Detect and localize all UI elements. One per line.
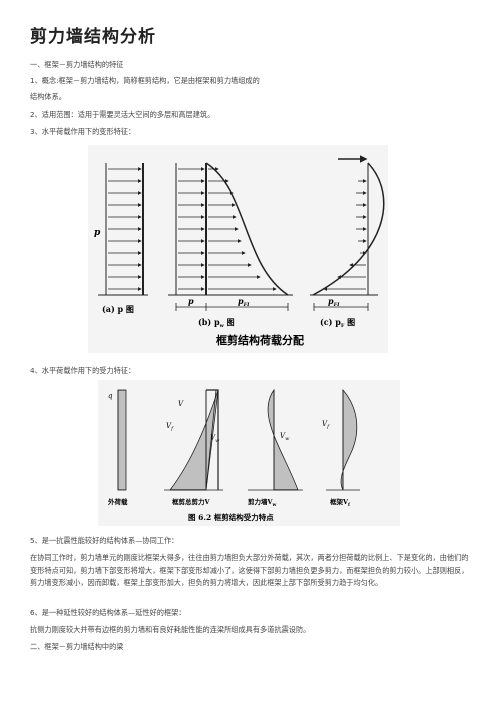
label-q: q bbox=[108, 392, 113, 400]
label-vf-sub: f bbox=[170, 426, 174, 432]
caption-load: 外荷载 bbox=[108, 497, 128, 506]
diagram-a: p (a) p 图 bbox=[94, 163, 148, 314]
caption-wall-sub: w bbox=[272, 503, 277, 508]
item5-body: 在协同工作时，剪力墙单元的刚度比框架大得多，往往由剪力墙担负大部分外荷载，其次，… bbox=[30, 553, 469, 587]
section2-heading: 二、框架－剪力墙结构中的梁 bbox=[30, 642, 124, 651]
label-vf2-sub: f bbox=[326, 424, 330, 430]
caption-c-suffix: 图 bbox=[344, 317, 355, 327]
figure-load-distribution: p (a) p 图 bbox=[88, 145, 388, 353]
diagram-external-load: q 外荷载 bbox=[108, 389, 128, 506]
label-vf2: V bbox=[322, 420, 328, 428]
figure2-caption: 图 6.2 框剪结构受力特点 bbox=[188, 512, 274, 522]
svg-text:Vw: Vw bbox=[280, 432, 290, 442]
svg-text:剪力墙Vw: 剪力墙Vw bbox=[248, 497, 277, 508]
caption-c-sub: F bbox=[341, 323, 345, 329]
label-vw: V bbox=[210, 434, 216, 442]
label-v: V bbox=[178, 400, 184, 408]
page-title: 剪力墙结构分析 bbox=[30, 27, 156, 47]
diagram-b: p pFI (b) pw 图 bbox=[168, 162, 293, 329]
label-p-b: p bbox=[188, 296, 194, 306]
item3: 3、水平荷载作用下的变形特征： bbox=[30, 127, 136, 136]
caption-b-suffix: 图 bbox=[224, 317, 235, 327]
label-vw2-sub: w bbox=[285, 436, 290, 442]
diagram-total-shear: V Vf Vw 框剪总剪力V bbox=[164, 389, 223, 506]
diagram-c: pFI (c) pF 图 bbox=[310, 155, 385, 329]
svg-text:框架Vf: 框架Vf bbox=[330, 497, 351, 508]
caption-frame: 框架V bbox=[330, 497, 349, 506]
diagram-frame-shear: Vf 框架Vf bbox=[322, 388, 360, 508]
caption-b-sub: w bbox=[219, 323, 225, 329]
label-pfi-b: p bbox=[238, 296, 244, 306]
svg-text:pFI: pFI bbox=[328, 296, 340, 308]
figure1-main-caption: 框剪结构荷载分配 bbox=[216, 333, 304, 347]
caption-wall: 剪力墙V bbox=[248, 497, 274, 506]
label-vw2: V bbox=[280, 432, 286, 440]
section1-heading: 一、框架－剪力墙结构的特征 bbox=[30, 60, 124, 69]
item6: 6、是一种延性较好的结构体系—延性好的框架： bbox=[30, 608, 186, 617]
diagram-wall-shear: Vw 剪力墙Vw bbox=[248, 388, 303, 508]
svg-text:Vf: Vf bbox=[166, 422, 174, 432]
load-distribution-diagram: p (a) p 图 bbox=[94, 155, 385, 347]
label-vw-sub: w bbox=[215, 438, 220, 444]
label-p-a: p bbox=[94, 228, 101, 238]
label-pfi-b-sub: FI bbox=[243, 302, 251, 308]
label-pfi-c-sub: FI bbox=[333, 302, 341, 308]
svg-text:pFI: pFI bbox=[238, 296, 250, 308]
svg-text:(c) pF 图: (c) pF 图 bbox=[320, 317, 355, 329]
item5: 5、是一抗震性能较好的结构体系—协同工作： bbox=[30, 536, 179, 545]
svg-text:(b) pw 图: (b) pw 图 bbox=[198, 317, 235, 329]
item6-body: 抗侧力刚度较大并带有边框的剪力墙和有良好耗能性能的连梁所组成具有多道抗震设防。 bbox=[30, 625, 311, 634]
label-pfi-c: p bbox=[328, 296, 334, 306]
item1-line2: 结构体系。 bbox=[30, 92, 66, 101]
caption-b: (b) p bbox=[198, 317, 220, 327]
item2: 2、适用范围：适用于需要灵活大空间的多层和高层建筑。 bbox=[30, 110, 215, 119]
item1-line1: 1、概念:框架－剪力墙结构，简称框剪结构，它是由框架和剪力墙组成的 bbox=[30, 76, 260, 85]
label-vf: V bbox=[166, 422, 172, 430]
caption-frame-sub: f bbox=[348, 502, 351, 508]
caption-c: (c) p bbox=[320, 317, 341, 327]
svg-text:Vw: Vw bbox=[210, 434, 220, 444]
svg-text:Vf: Vf bbox=[322, 420, 330, 430]
item4: 4、水平荷载作用下的受力特征： bbox=[30, 366, 136, 375]
force-characteristics-diagram: q 外荷载 V Vf Vw 框剪总剪力V Vw 剪力墙Vw bbox=[108, 388, 360, 522]
caption-a: (a) p 图 bbox=[102, 304, 134, 314]
caption-total: 框剪总剪力V bbox=[172, 497, 211, 506]
figure-force-characteristics: q 外荷载 V Vf Vw 框剪总剪力V Vw 剪力墙Vw bbox=[98, 380, 400, 526]
